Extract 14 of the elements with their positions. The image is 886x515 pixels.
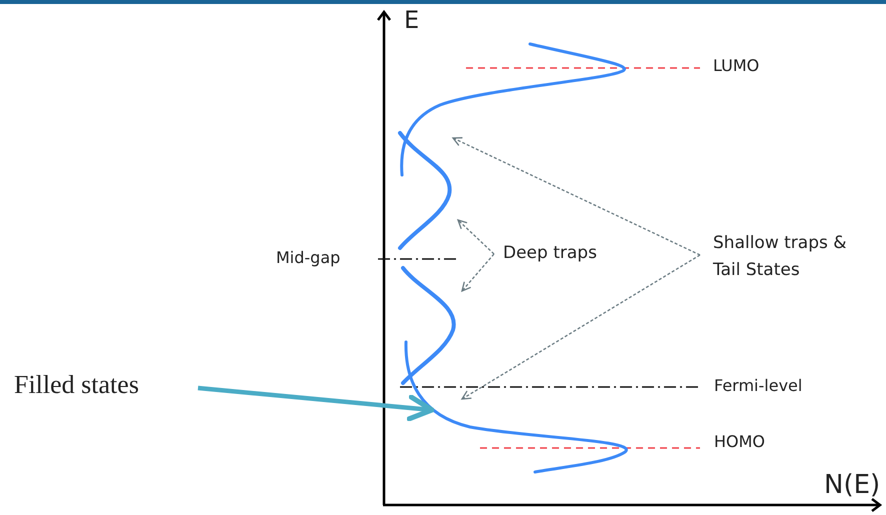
leader-line	[452, 137, 700, 256]
leader-line	[461, 254, 494, 292]
callout-text: Shallow traps & Tail States	[713, 230, 853, 284]
leader-line	[461, 254, 700, 400]
level-label: Mid-gap	[276, 248, 340, 267]
level-label: HOMO	[714, 432, 766, 451]
level-label: Fermi-level	[714, 376, 802, 395]
leader-line	[457, 219, 494, 254]
axis-label: E	[404, 6, 420, 34]
axis-label: N(E)	[824, 470, 880, 500]
arrow	[198, 386, 434, 422]
callout-text: Deep traps	[503, 243, 597, 263]
callout-text: Filled states	[14, 370, 139, 400]
level-label: LUMO	[713, 56, 760, 75]
